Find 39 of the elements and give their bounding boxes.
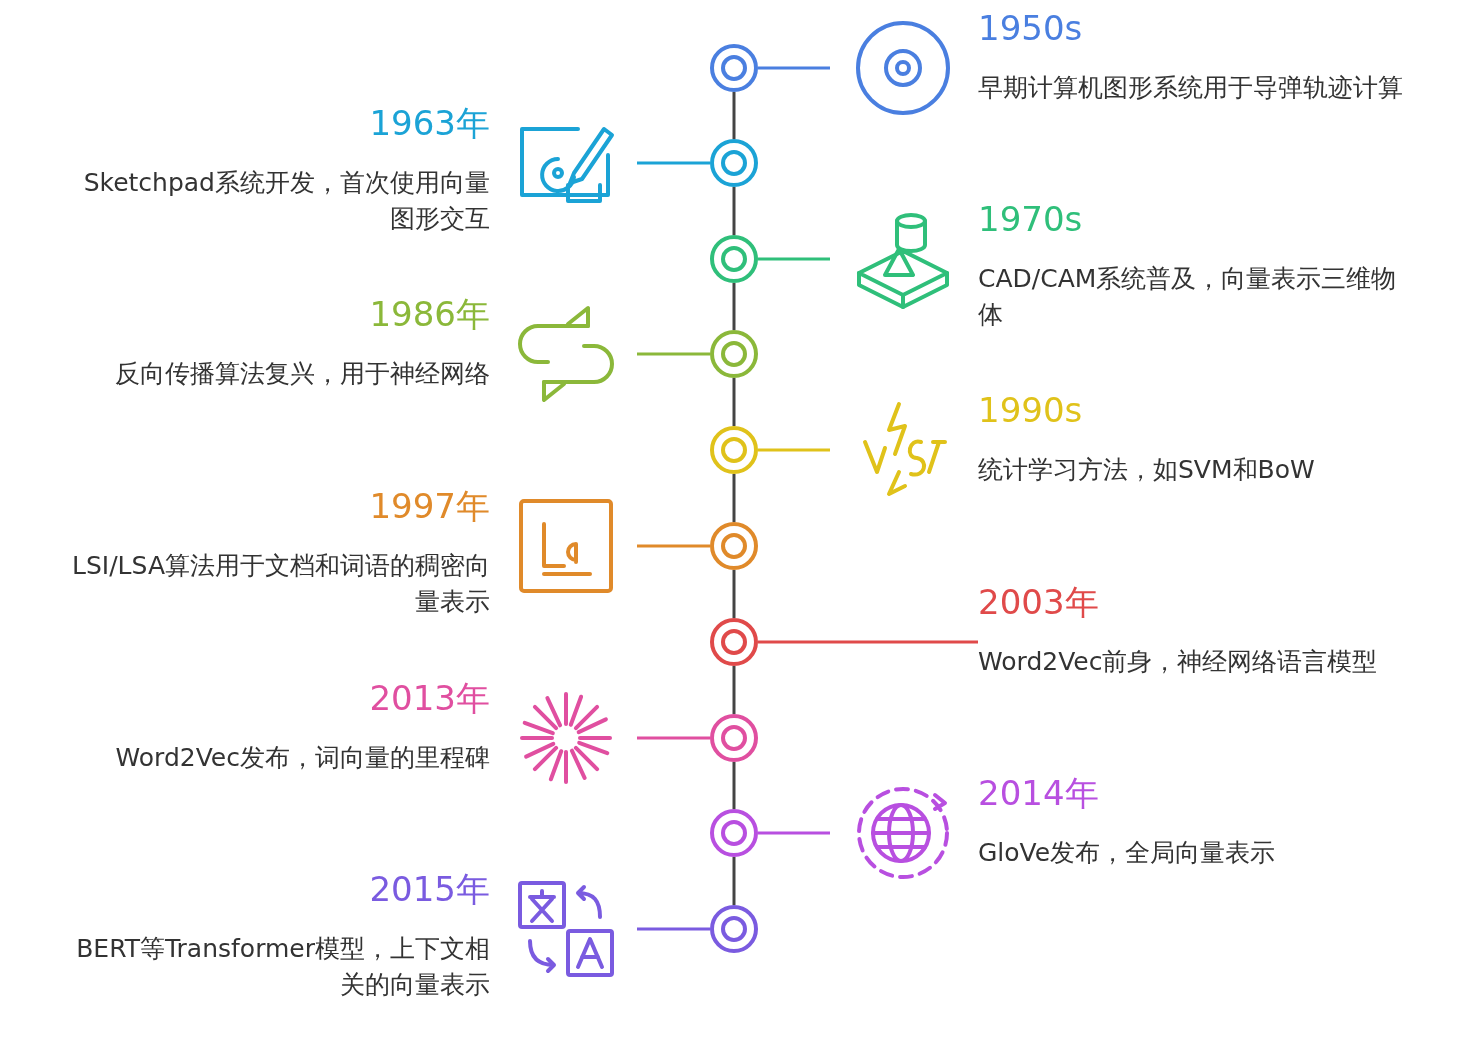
timeline-line: [732, 283, 736, 330]
connector-line: [637, 544, 710, 548]
connector-line: [758, 448, 830, 452]
timeline-line: [732, 857, 736, 905]
timeline-line: [732, 92, 736, 139]
event-description: BERT等Transformer模型，上下文相关的向量表示: [75, 933, 490, 1001]
event-description: 统计学习方法，如SVM和BoW: [978, 454, 1316, 486]
year-heading: 1963年: [369, 103, 490, 143]
year-heading: 2003年: [978, 582, 1099, 622]
timeline-line: [732, 666, 736, 714]
timeline-line: [732, 570, 736, 618]
year-heading: 2013年: [369, 678, 490, 718]
event-description: 早期计算机图形系统用于导弹轨迹计算: [978, 72, 1404, 104]
connector-line: [758, 831, 830, 835]
year-heading: 2014年: [978, 773, 1099, 813]
connector-line: [637, 736, 710, 740]
connector-line: [758, 640, 978, 644]
event-description: CAD/CAM系统普及，向量表示三维物体: [978, 263, 1398, 331]
year-heading: 1986年: [369, 294, 490, 334]
event-description: GloVe发布，全局向量表示: [978, 837, 1277, 869]
connector-line: [758, 66, 830, 70]
connector-line: [637, 927, 710, 931]
event-description: Sketchpad系统开发，首次使用向量图形交互: [82, 167, 490, 235]
timeline-line: [732, 762, 736, 809]
year-heading: 1950s: [978, 8, 1083, 48]
connector-line: [758, 257, 830, 261]
year-heading: 2015年: [369, 869, 490, 909]
connector-line: [637, 161, 710, 165]
timeline-line: [732, 474, 736, 522]
event-description: Word2Vec发布，词向量的里程碑: [114, 742, 490, 774]
event-description: LSI/LSA算法用于文档和词语的稠密向量表示: [71, 550, 490, 618]
event-description: Word2Vec前身，神经网络语言模型: [978, 646, 1379, 678]
event-description: 反向传播算法复兴，用于神经网络: [114, 358, 490, 390]
timeline-line: [732, 187, 736, 235]
year-heading: 1997年: [369, 486, 490, 526]
year-heading: 1970s: [978, 199, 1083, 239]
year-heading: 1990s: [978, 390, 1083, 430]
connector-line: [637, 352, 710, 356]
timeline-line: [732, 378, 736, 426]
